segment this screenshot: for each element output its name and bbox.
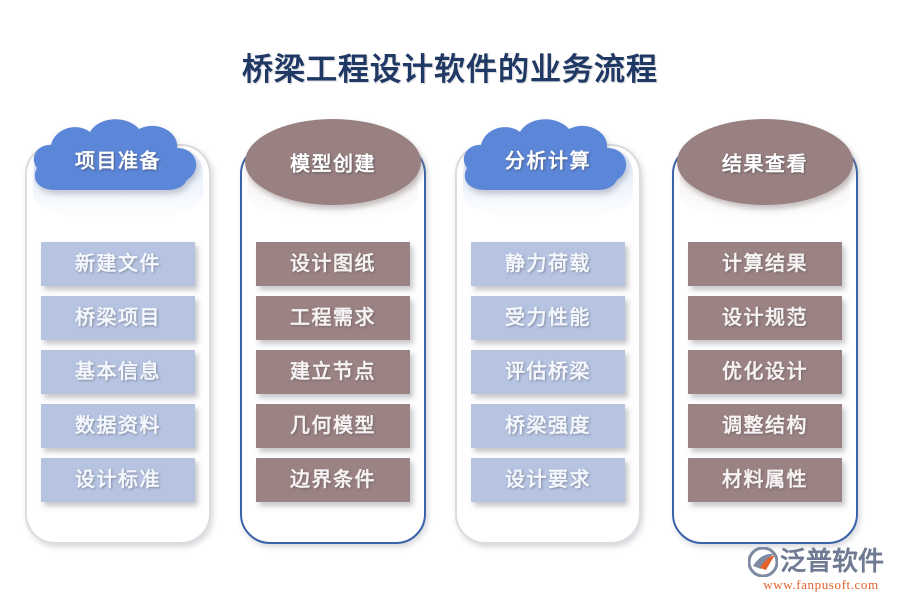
stage-header-model-creation[interactable]: 模型创建 [243,118,423,206]
stage-item[interactable]: 设计规范 [688,296,842,340]
stage-item[interactable]: 建立节点 [256,350,410,394]
stage-item[interactable]: 数据资料 [41,404,195,448]
ellipse-shape-icon [677,119,853,205]
stage-header-result-view[interactable]: 结果查看 [675,118,855,206]
fanpu-swoosh-icon [747,546,779,578]
stage-item[interactable]: 边界条件 [256,458,410,502]
flow-column-result-view: 结果查看 计算结果 设计规范 优化设计 调整结构 材料属性 [672,119,858,544]
stage-item[interactable]: 评估桥梁 [471,350,625,394]
stage-header-analysis-calculation[interactable]: 分析计算 [457,114,639,204]
flow-column-analysis-calculation: 分析计算 静力荷载 受力性能 评估桥梁 桥梁强度 设计要求 [455,119,641,544]
stage-item[interactable]: 优化设计 [688,350,842,394]
stage-item[interactable]: 静力荷载 [471,242,625,286]
stage-item[interactable]: 计算结果 [688,242,842,286]
flow-column-project-preparation: 项目准备 新建文件 桥梁项目 基本信息 数据资料 设计标准 [25,119,211,544]
process-flow-diagram: 项目准备 新建文件 桥梁项目 基本信息 数据资料 设计标准 模型创建 [0,118,900,548]
brand-watermark[interactable]: 泛普软件 www.fanpusoft.com [747,546,894,594]
stage-item[interactable]: 基本信息 [41,350,195,394]
stage-item-list: 设计图纸 工程需求 建立节点 几何模型 边界条件 [256,242,410,502]
ellipse-shape-icon [245,119,421,205]
stage-header-project-preparation[interactable]: 项目准备 [27,114,209,204]
stage-item[interactable]: 桥梁项目 [41,296,195,340]
stage-item-list: 新建文件 桥梁项目 基本信息 数据资料 设计标准 [41,242,195,502]
stage-item-list: 静力荷载 受力性能 评估桥梁 桥梁强度 设计要求 [471,242,625,502]
stage-item[interactable]: 设计标准 [41,458,195,502]
stage-item[interactable]: 设计要求 [471,458,625,502]
page-title: 桥梁工程设计软件的业务流程 [242,52,658,87]
cloud-shape-icon [33,119,197,190]
stage-item[interactable]: 新建文件 [41,242,195,286]
flow-column-model-creation: 模型创建 设计图纸 工程需求 建立节点 几何模型 边界条件 [240,119,426,544]
brand-name: 泛普软件 [780,547,885,576]
brand-url: www.fanpusoft.com [763,577,879,592]
stage-item[interactable]: 设计图纸 [256,242,410,286]
stage-item[interactable]: 几何模型 [256,404,410,448]
stage-item-list: 计算结果 设计规范 优化设计 调整结构 材料属性 [688,242,842,502]
brand-row: 泛普软件 [747,546,894,578]
stage-item[interactable]: 桥梁强度 [471,404,625,448]
stage-item[interactable]: 工程需求 [256,296,410,340]
stage-item[interactable]: 材料属性 [688,458,842,502]
stage-item[interactable]: 调整结构 [688,404,842,448]
cloud-shape-icon [463,119,627,190]
stage-item[interactable]: 受力性能 [471,296,625,340]
